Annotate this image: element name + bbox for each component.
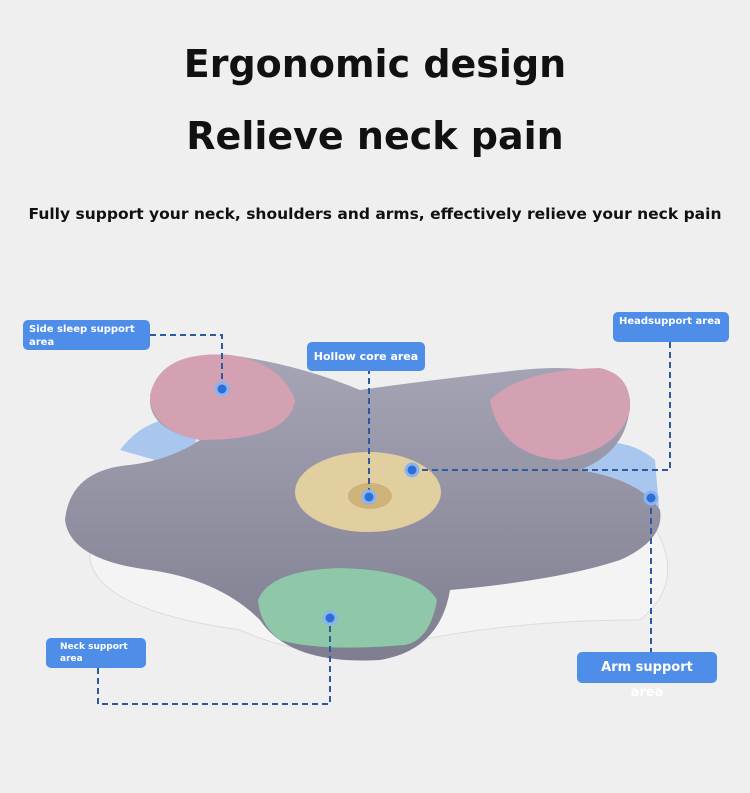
neck-support-zone <box>258 568 437 648</box>
marker-dot-side-sleep <box>214 381 230 397</box>
marker-dot-arm-support <box>643 490 659 506</box>
leader-line-neck-support <box>97 618 331 705</box>
marker-dots <box>214 381 659 626</box>
label-arm-support: Arm support area <box>577 652 717 700</box>
label-neck-support: Neck support area <box>46 638 146 668</box>
page-subtitle: Relieve neck pain <box>186 114 564 158</box>
label-head-support: Headsupport area <box>613 312 729 342</box>
marker-dot-neck-support <box>322 610 338 626</box>
tagline: Fully support your neck, shoulders and a… <box>28 205 722 223</box>
page-title: Ergonomic design <box>183 42 567 86</box>
label-side-sleep-support: Side sleep support area <box>23 320 150 350</box>
side-sleep-zone <box>150 354 295 440</box>
leader-line-head-support <box>412 342 671 471</box>
marker-dot-hollow-core <box>361 489 377 505</box>
marker-dot-head-support <box>404 462 420 478</box>
leader-line-side-sleep <box>150 334 223 388</box>
leader-lines <box>97 334 671 705</box>
label-hollow-core: Hollow core area <box>307 342 425 371</box>
head-support-zone <box>490 368 631 460</box>
